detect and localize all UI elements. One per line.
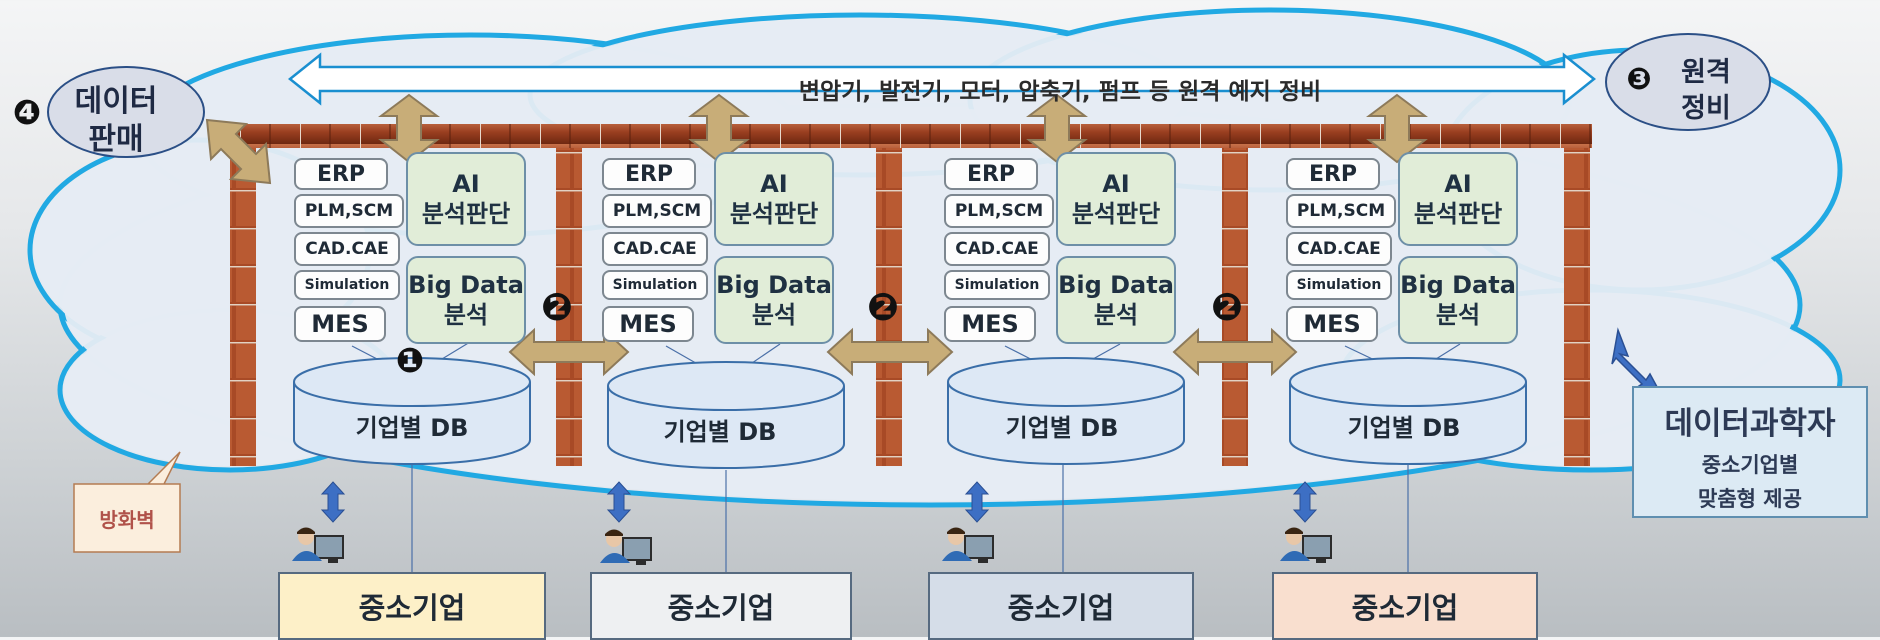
big-data-label: Big Data <box>1058 271 1174 299</box>
db-cylinders <box>293 357 1527 469</box>
h-arrow-3 <box>1172 327 1298 377</box>
remote-bubble <box>1605 33 1771 131</box>
v-arrow-4 <box>1366 93 1428 164</box>
big-data-label: Big Data <box>716 271 832 299</box>
long-double-arrow <box>287 52 1597 106</box>
h-arrow-1 <box>508 327 630 377</box>
plm-scm-box: PLM,SCM <box>944 194 1054 228</box>
user-icons <box>292 527 1332 565</box>
big-data-sub-label: 분석 <box>751 301 797 329</box>
ai-label: AI <box>452 170 480 198</box>
erp-box: ERP <box>944 158 1038 190</box>
db-label: 기업별 DB <box>1005 414 1119 442</box>
ai-sub-label: 분석판단 <box>421 200 511 228</box>
big-data-sub-label: 분석 <box>1093 301 1139 329</box>
plm-scm-box: PLM,SCM <box>602 194 712 228</box>
data-scientist-box: 데이터과학자 중소기업별 맞춤형 제공 <box>1632 386 1868 518</box>
sme-box: 중소기업 <box>1272 572 1538 640</box>
big-data-sub-label: 분석 <box>1435 301 1481 329</box>
db-label: 기업별 DB <box>1347 414 1461 442</box>
marker-2-b: ❷ <box>866 285 900 329</box>
ai-label: AI <box>1444 170 1472 198</box>
plm-scm-box: PLM,SCM <box>1286 194 1396 228</box>
data-scientist-line2: 맞춤형 제공 <box>1698 487 1802 511</box>
big-data-label: Big Data <box>408 271 524 299</box>
cad-cae-box: CAD.CAE <box>1286 232 1392 266</box>
marker-2-c: ❷ <box>1210 285 1244 329</box>
erp-box: ERP <box>602 158 696 190</box>
firewall-label: 방화벽 <box>99 508 155 532</box>
remote-line2: 정비 <box>1681 93 1731 124</box>
marker-1: ❶ <box>395 341 425 381</box>
data-scientist-title: 데이터과학자 <box>1664 406 1836 442</box>
mes-box: MES <box>944 306 1036 342</box>
data-sale-line1: 데이터 <box>74 84 158 119</box>
mes-box: MES <box>294 306 386 342</box>
data-scientist-line1: 중소기업별 <box>1701 453 1799 477</box>
plm-scm-box: PLM,SCM <box>294 194 404 228</box>
cad-cae-box: CAD.CAE <box>602 232 708 266</box>
erp-box: ERP <box>1286 158 1380 190</box>
ai-sub-label: 분석판단 <box>729 200 819 228</box>
simulation-box: Simulation <box>294 270 400 300</box>
db-label: 기업별 DB <box>355 414 469 442</box>
simulation-box: Simulation <box>944 270 1050 300</box>
sme-box: 중소기업 <box>928 572 1194 640</box>
firewall-callout <box>73 451 181 553</box>
mes-box: MES <box>1286 306 1378 342</box>
ai-label: AI <box>1102 170 1130 198</box>
db-label: 기업별 DB <box>663 418 777 446</box>
sme-box: 중소기업 <box>278 572 546 640</box>
firewall <box>228 124 1592 466</box>
simulation-box: Simulation <box>1286 270 1392 300</box>
marker-2-a: ❷ <box>540 285 574 329</box>
ai-sub-label: 분석판단 <box>1071 200 1161 228</box>
data-sale-bubble <box>47 66 205 158</box>
big-data-label: Big Data <box>1400 271 1516 299</box>
number-4-badge: ❹ <box>12 93 42 133</box>
data-sale-line2: 판매 <box>88 122 144 157</box>
remote-line1: 원격 <box>1681 57 1731 88</box>
top-banner-text: 변압기, 발전기, 모터, 압축기, 펌프 등 원격 예지 정비 <box>798 79 1322 105</box>
number-3-badge: ❸ <box>1626 61 1652 97</box>
cad-cae-box: CAD.CAE <box>294 232 400 266</box>
cad-cae-box: CAD.CAE <box>944 232 1050 266</box>
sme-box: 중소기업 <box>590 572 852 640</box>
ai-sub-label: 분석판단 <box>1413 200 1503 228</box>
simulation-box: Simulation <box>602 270 708 300</box>
diag-arrow <box>205 118 272 185</box>
erp-box: ERP <box>294 158 388 190</box>
big-data-sub-label: 분석 <box>443 301 489 329</box>
h-arrow-2 <box>826 327 954 377</box>
ai-label: AI <box>760 170 788 198</box>
mes-box: MES <box>602 306 694 342</box>
